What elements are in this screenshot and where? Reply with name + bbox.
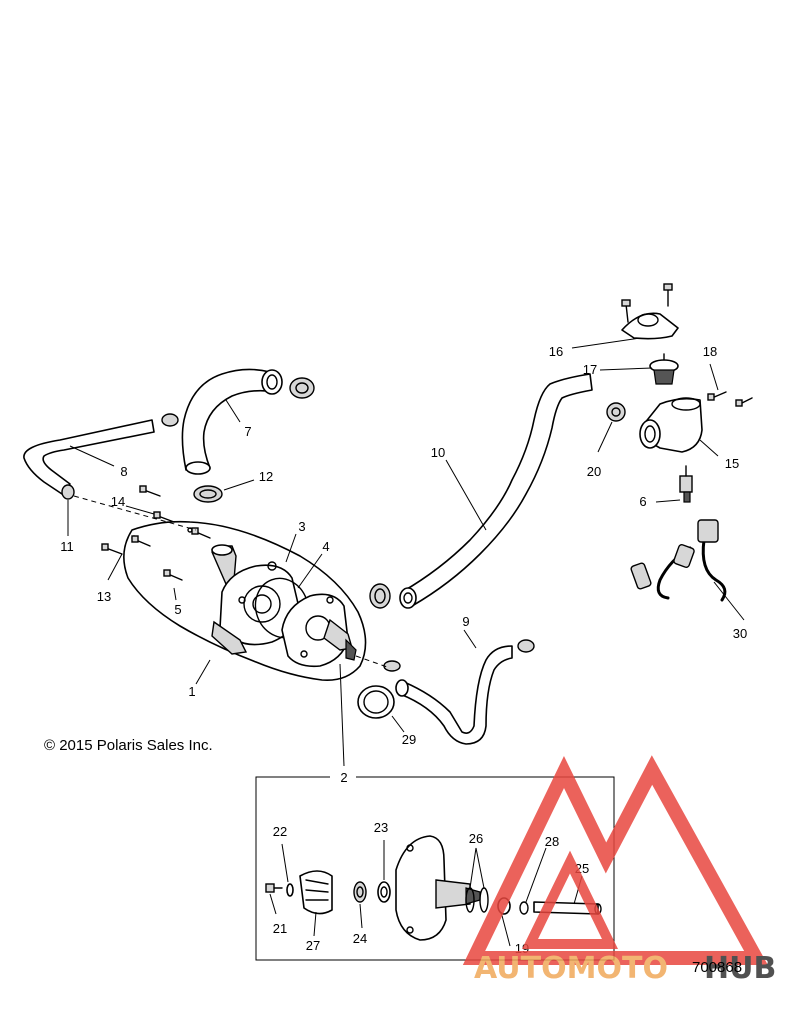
callout-4: 4 [322, 539, 329, 554]
automotohub-watermark: AUTOMOTO HUB [462, 755, 776, 986]
hose-7 [181, 368, 283, 475]
watermark-text-automoto: AUTOMOTO [474, 951, 668, 986]
callout-3: 3 [298, 519, 305, 534]
clamp-12 [193, 485, 223, 503]
detail-clip-28 [519, 901, 529, 915]
clamp-11 [61, 484, 75, 500]
callout-10: 10 [431, 445, 445, 460]
callout-5: 5 [174, 602, 181, 617]
thermostat-17 [649, 353, 679, 385]
clamp-hose-9 [517, 639, 535, 653]
detail-box-assembly-2 [255, 776, 615, 961]
detail-washer-22 [286, 883, 294, 897]
clamp-hose-7 [289, 377, 315, 399]
callout-9: 9 [462, 614, 469, 629]
callout-17: 17 [583, 362, 597, 377]
callout-6: 6 [639, 494, 646, 509]
callout-11: 11 [60, 539, 74, 554]
callout-15: 15 [725, 456, 739, 471]
callout-2: 2 [340, 770, 347, 785]
hose-10 [399, 373, 593, 609]
bolt-14b [153, 511, 175, 523]
callout-8: 8 [120, 464, 127, 479]
clamp-20 [606, 402, 626, 422]
copyright-text: © 2015 Polaris Sales Inc. [44, 737, 213, 754]
clamp-lower [383, 660, 401, 672]
callout-27: 27 [306, 938, 320, 953]
callout-23: 23 [374, 820, 388, 835]
callout-28: 28 [545, 834, 559, 849]
hose-8 [23, 419, 155, 495]
detail-housing [395, 835, 481, 941]
callout-7: 7 [244, 424, 251, 439]
drawing-number: 700868 [692, 959, 742, 976]
bolt-13a [101, 543, 123, 555]
callout-20: 20 [587, 464, 601, 479]
watermark-triangle-outer [462, 755, 768, 965]
bolt-18b [735, 397, 753, 407]
leader-lines [67, 337, 745, 947]
bolt-13b [131, 535, 151, 547]
callout-22: 22 [273, 824, 287, 839]
callout-21: 21 [273, 921, 287, 936]
watermark-triangle-inner [521, 850, 619, 949]
bolt-pump [191, 527, 211, 539]
detail-seal-23 [377, 881, 391, 903]
callout-29: 29 [402, 732, 416, 747]
clamp-hose-8 [161, 413, 179, 427]
callout-24: 24 [353, 931, 367, 946]
hose-9 [395, 645, 513, 745]
water-pump-cover [281, 593, 357, 668]
callout-30: 30 [733, 626, 747, 641]
temp-sensor-6 [679, 465, 693, 503]
callout-13: 13 [97, 589, 111, 604]
watermark-text-hub: HUB [704, 951, 776, 986]
bolt-18a [707, 391, 727, 401]
callout-14: 14 [111, 494, 125, 509]
callout-1: 1 [188, 684, 195, 699]
thermostat-housing-15 [639, 397, 703, 453]
bolt-14a [139, 485, 161, 497]
detail-seal-24 [353, 881, 367, 903]
callout-26: 26 [469, 831, 483, 846]
detail-bolt-21 [265, 883, 283, 893]
callout-labels: 1 2 3 4 5 6 7 8 9 10 11 12 13 14 15 16 1… [60, 344, 747, 956]
clamp-pump-outlet [369, 583, 391, 609]
detail-impeller-27 [299, 870, 333, 915]
o-ring-29 [357, 685, 395, 719]
bolt-5 [163, 569, 183, 581]
callout-12: 12 [259, 469, 273, 484]
callout-16: 16 [549, 344, 563, 359]
thermostat-cover-16 [621, 283, 679, 340]
callout-18: 18 [703, 344, 717, 359]
wire-harness-30 [630, 519, 727, 602]
